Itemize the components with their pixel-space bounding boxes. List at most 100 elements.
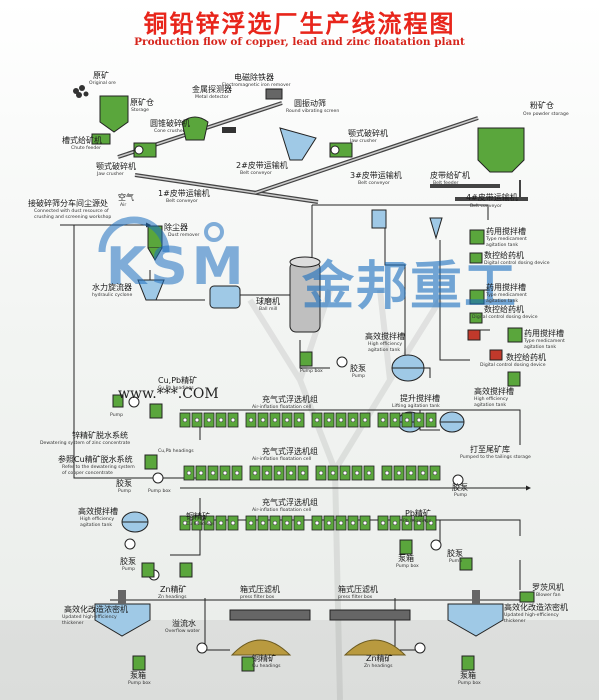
flotation-cell-impeller <box>260 520 266 526</box>
flotation-cell-impeller <box>182 520 188 526</box>
press-filter-left <box>229 609 311 621</box>
classifier <box>209 285 241 309</box>
label-press-2: 箱式压滤机 <box>338 585 378 594</box>
flotation-cell-impeller <box>276 470 282 476</box>
flotation-cell-impeller <box>428 417 434 423</box>
flotation-cell-impeller <box>272 417 278 423</box>
thickeners <box>94 590 504 637</box>
flotation-cell-impeller <box>420 470 426 476</box>
chute-feeder <box>91 133 111 145</box>
label-roots-blower-en: Blower fan <box>536 593 561 598</box>
label-jaw2: 颚式破碎机 <box>348 129 388 138</box>
label-press-1-en: press filter box <box>240 595 275 600</box>
label-thickener-2: 高效化改造浓密机 <box>504 603 568 612</box>
flotation-cell-impeller <box>272 520 278 526</box>
label-raw-bin: 原矿仓 <box>130 98 154 107</box>
pump-4 <box>452 474 464 486</box>
label-agitation-1-en2: agitation tank <box>368 348 401 353</box>
label-pumpbox-e-en: Pump box <box>128 681 151 686</box>
label-pump-b: Pump <box>110 413 123 418</box>
label-air: 空气 <box>118 193 134 202</box>
flotation-cell-impeller <box>288 470 294 476</box>
ore-powder-bin <box>477 127 525 173</box>
pump-5 <box>124 538 136 550</box>
label-belt1-en: Belt conveyor <box>166 199 198 204</box>
label-jaw1: 颚式破碎机 <box>96 162 136 171</box>
label-pumpbox-c: Pump box <box>148 489 171 494</box>
label-cu-dewater-en2: of copper concentrate <box>62 471 113 476</box>
flotation-cell-impeller <box>206 417 212 423</box>
label-ore-bin-en: Ore powder storage <box>523 112 569 117</box>
flotation-cell-impeller <box>354 470 360 476</box>
label-zn-headings-mid: Zn精矿 <box>160 585 187 594</box>
label-pump-e-en: Pump <box>449 559 462 564</box>
label-pumpbox-d: 泵箱 <box>398 554 414 563</box>
flotation-cell-impeller <box>248 417 254 423</box>
flotation-cells-row-1 <box>179 412 437 428</box>
label-cone-crusher-en: Cone crusher <box>154 129 185 134</box>
flotation-cell-impeller <box>342 470 348 476</box>
label-thickener-2-en1: Updated high-efficiency <box>504 613 559 618</box>
company-name-watermark: 金邦重工 <box>302 257 519 317</box>
label-lifting-tank-en: Lifting agitation tank <box>392 404 440 409</box>
flotation-cell-impeller <box>314 417 320 423</box>
flotation-cell-impeller <box>350 520 356 526</box>
label-belt-feeder: 皮带给矿机 <box>430 171 470 180</box>
label-zn-dewater: 锌精矿脱水系统 <box>72 431 128 440</box>
label-reagent-tank-3: 药用搅拌槽 <box>524 329 564 338</box>
flotation-cell-impeller <box>432 470 438 476</box>
label-air-en: Air <box>120 203 127 208</box>
label-pump-d-en: Pump <box>454 493 467 498</box>
flotation-cell-impeller <box>380 520 386 526</box>
label-overflow: 溢流水 <box>172 619 196 628</box>
pump-3 <box>152 472 164 484</box>
label-press-2-en: press filter box <box>338 595 373 600</box>
label-reagent-tank-3-en2: agitation tank <box>524 345 557 350</box>
thickener-right <box>447 603 504 637</box>
label-cupb-en: Cu,Pb headings <box>158 386 194 391</box>
label-cyclone-en: hydraulic cyclone <box>92 293 133 298</box>
label-pump-f: 胶泵 <box>120 557 136 566</box>
label-zn-headings-bottom-en: Zn headings <box>364 664 393 669</box>
flotation-cell-impeller <box>210 470 216 476</box>
label-belt-feeder-en: Belt feeder <box>433 181 459 186</box>
label-ball-mill-en: Ball mill <box>259 307 278 312</box>
label-flotation-2-en: Air-inflation floatation cell <box>252 457 312 462</box>
pump-1 <box>336 356 348 368</box>
label-agitation-3-en1: High efficiency <box>80 517 115 522</box>
label-dosing-1: 数控给药机 <box>484 251 524 260</box>
flotation-cell-impeller <box>252 470 258 476</box>
flotation-cell-impeller <box>198 470 204 476</box>
label-raw-ore-en: Original ore <box>89 81 116 86</box>
label-thickener-1-en2: thickener <box>62 621 84 626</box>
label-cu-concentrate-en: Cu headings <box>186 522 215 527</box>
label-cu-headings-bottom-en: Cu headings <box>252 664 281 669</box>
hydraulic-cyclone <box>137 279 165 301</box>
flotation-cell-impeller <box>416 520 422 526</box>
label-belt3-en: Belt conveyor <box>358 181 390 186</box>
label-dosing-2: 数控给药机 <box>484 305 524 314</box>
label-jaw1-en: Jaw crusher <box>97 172 124 177</box>
flotation-cells-row-2 <box>183 465 441 481</box>
label-dust-link: 接破碎筛分车间尘源处 <box>28 199 108 208</box>
logo-text: KSM <box>106 237 248 292</box>
label-thickener-1: 高效化改造浓密机 <box>64 605 128 614</box>
label-pump-d: 胶泵 <box>452 483 468 492</box>
press-filters <box>229 609 411 656</box>
label-lifting-tank: 提升搅拌槽 <box>400 394 440 403</box>
flotation-cell-impeller <box>366 470 372 476</box>
label-dust-remover-en: Dust remover <box>168 233 200 238</box>
label-metal-detector-en: Metal detector <box>195 95 229 100</box>
flotation-cell-impeller <box>194 417 200 423</box>
label-belt2-en: Belt conveyor <box>240 171 272 176</box>
pump-6 <box>430 539 442 551</box>
flotation-cell-impeller <box>380 417 386 423</box>
flotation-cell-impeller <box>182 417 188 423</box>
flotation-cell-impeller <box>362 520 368 526</box>
label-press-1: 箱式压滤机 <box>240 585 280 594</box>
label-pump-c: 胶泵 <box>116 479 132 488</box>
label-reagent-tank-1-en1: Type medicament <box>486 237 527 242</box>
flotation-cell-impeller <box>296 520 302 526</box>
metal-detector <box>222 127 236 133</box>
